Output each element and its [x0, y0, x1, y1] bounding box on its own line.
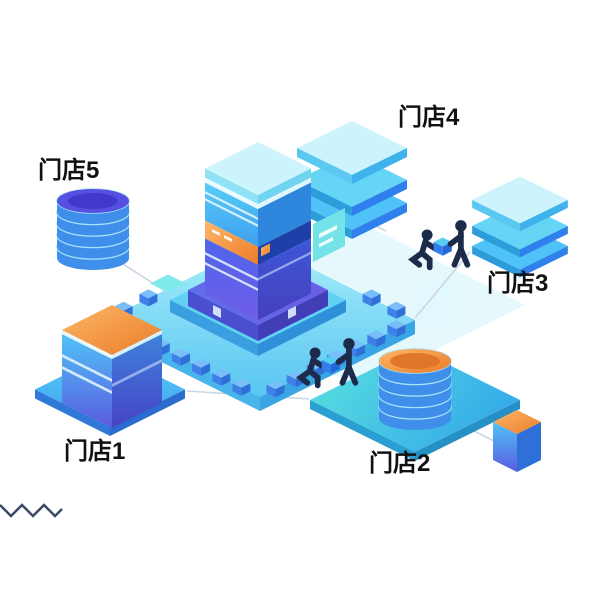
central-server-tower: [205, 142, 345, 320]
platform-side-left: [35, 389, 110, 436]
store4-stack: [297, 121, 407, 239]
worker-standing: [451, 220, 468, 265]
label-store1: 门店1: [64, 437, 125, 465]
platform-side-right: [110, 389, 185, 436]
connector-store3: [414, 251, 471, 319]
platform-side-left: [310, 400, 415, 461]
box-rim-right: [112, 330, 162, 359]
store2-database: [378, 348, 452, 431]
edge-server-box: [493, 410, 541, 472]
labels: 门店5 门店4 门店3 门店1 门店2: [38, 103, 548, 477]
tower-cap-left: [205, 168, 258, 204]
label-store5: 门店5: [38, 156, 99, 184]
slab-window: [442, 282, 450, 324]
store1-server-box: [62, 305, 162, 428]
pedestal-lower-right: [258, 300, 346, 356]
label-store2: 门店2: [369, 449, 430, 477]
db-top-inner: [390, 353, 440, 369]
store5-database: [56, 188, 130, 271]
pedestal-door: [288, 306, 296, 319]
box-rim-left: [62, 330, 112, 359]
tower-orange-band: [205, 220, 258, 265]
tower-side-card: [313, 208, 345, 262]
slab-window: [416, 286, 424, 324]
label-store3: 门店3: [487, 269, 548, 297]
pedestal-lower-left: [170, 300, 258, 356]
teal-tile: [150, 274, 186, 293]
store3-stack: [472, 176, 568, 278]
carried-box: [433, 237, 452, 256]
tower-band-blue-right: [258, 182, 311, 247]
tower-dark-band: [258, 220, 311, 265]
tower-gap-band: [205, 177, 258, 209]
db-top-inner: [68, 193, 118, 209]
box-right-face: [517, 422, 541, 472]
platform-side-right: [415, 400, 520, 461]
decorative-zigzag: [0, 503, 63, 518]
box-right-face: [112, 334, 162, 428]
box-orange-top: [62, 305, 162, 355]
pedestal-door: [213, 305, 221, 318]
box-left-face: [493, 422, 517, 472]
pedestal-upper-left: [188, 290, 258, 341]
tower-cap-top: [205, 142, 311, 195]
tower-cap-right: [258, 168, 311, 204]
tower-orange-chip: [261, 243, 270, 257]
slab-window: [429, 294, 437, 324]
box-orange-top: [493, 410, 541, 434]
label-store4: 门店4: [398, 103, 460, 131]
